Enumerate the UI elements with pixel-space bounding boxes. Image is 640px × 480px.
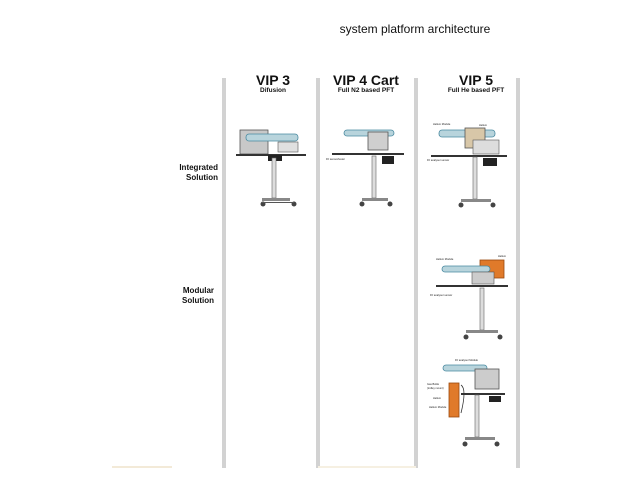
column-subtitle: Full N2 based PFT: [337, 87, 395, 94]
vip5-modular-cart-bottom: FF analyser Module Gas Bottle (trolley m…: [427, 358, 505, 447]
column-divider-left: [222, 78, 226, 468]
column-subtitle: Difusion: [260, 87, 286, 94]
vip5-integrated-cart: Helium Module Helium FF analyser sensor: [427, 122, 507, 208]
column-divider-right-b: [516, 78, 520, 468]
vip3-integrated-cart: [236, 129, 306, 207]
row-label-modular: Modular Solution: [154, 286, 214, 306]
svg-text:Helium: Helium: [479, 123, 487, 127]
footer-bar-right: [318, 466, 416, 468]
row-label-line: Modular: [182, 286, 214, 295]
vip5-modular-cart-top: Helium Module Helium FF analyser sensor: [430, 254, 508, 340]
column-divider-middle: [316, 78, 320, 468]
svg-text:FF analyser Module: FF analyser Module: [455, 358, 478, 362]
column-subtitle: Full He based PFT: [447, 87, 505, 94]
column-divider-right-a: [414, 78, 418, 468]
svg-text:Helium Module: Helium Module: [429, 405, 447, 409]
column-title: VIP 5: [459, 72, 493, 88]
svg-text:FF analyser sensor: FF analyser sensor: [430, 293, 452, 297]
row-label-line: Solution: [186, 173, 218, 182]
svg-text:Gas Bottle: Gas Bottle: [427, 382, 440, 386]
svg-text:FF analyser sensor: FF analyser sensor: [427, 158, 449, 162]
column-header-vip3: VIP 3 Difusion: [230, 73, 316, 94]
column-title: VIP 4 Cart: [333, 72, 399, 88]
svg-text:Helium: Helium: [498, 254, 506, 258]
footer-bar: [112, 466, 172, 468]
svg-text:Helium Module: Helium Module: [436, 257, 454, 261]
diagram-title: system platform architecture: [339, 22, 491, 36]
svg-text:(trolley mount): (trolley mount): [427, 386, 444, 390]
svg-text:Helium Module: Helium Module: [433, 122, 451, 126]
svg-text:Helium: Helium: [433, 396, 441, 400]
svg-text:FF sensor/tester: FF sensor/tester: [326, 157, 345, 161]
row-label-line: Solution: [182, 296, 214, 305]
row-label-integrated: Integrated Solution: [158, 163, 218, 183]
row-label-line: Integrated: [179, 163, 218, 172]
column-header-vip4: VIP 4 Cart Full N2 based PFT: [316, 73, 416, 94]
vip4-integrated-cart: FF sensor/tester: [326, 129, 404, 207]
column-header-vip5: VIP 5 Full He based PFT: [428, 73, 524, 94]
column-title: VIP 3: [256, 72, 290, 88]
